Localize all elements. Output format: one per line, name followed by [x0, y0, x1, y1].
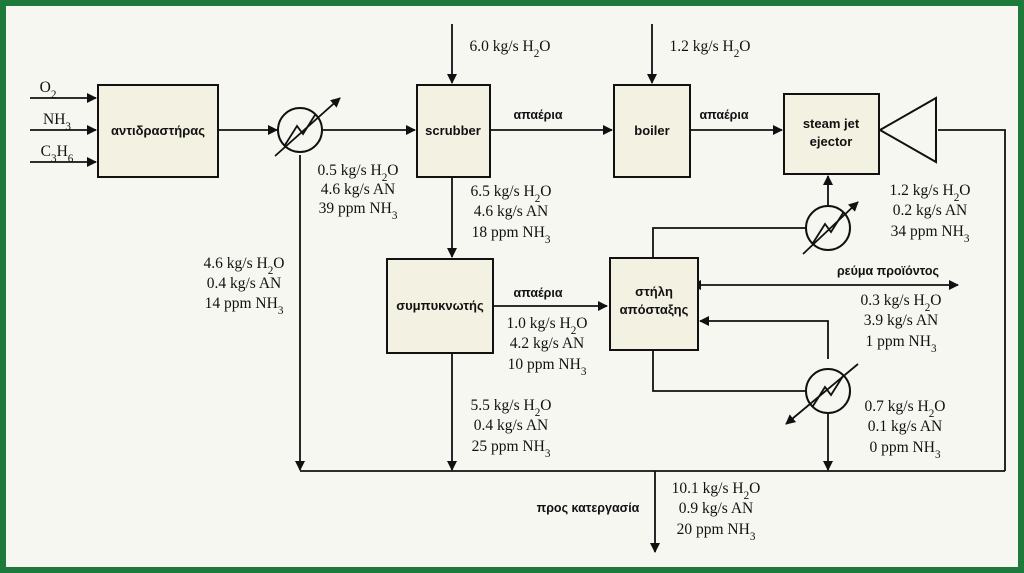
boiler-label: boiler — [634, 123, 669, 138]
stream-water: 1.2 kg/s H2O — [890, 182, 971, 204]
stream-water: 1.0 kg/s H2O — [507, 315, 588, 337]
gas-label-boiler-ejector: απαέρια — [699, 108, 748, 122]
stream-water: 0.7 kg/s H2O — [865, 398, 946, 420]
to-treatment-label: προς κατεργασία — [537, 501, 640, 515]
stream-an: 0.9 kg/s AN — [679, 500, 754, 517]
stream-nh3: 10 ppm NH3 — [508, 356, 587, 378]
boiler-box — [613, 84, 691, 178]
stream-nh3: 14 ppm NH3 — [205, 295, 284, 317]
heat-exchanger-top — [802, 201, 859, 255]
feed-scrubber-water: 6.0 kg/s H2O — [470, 38, 551, 60]
stream-an: 0.4 kg/s AN — [474, 417, 549, 434]
ejector-nozzle — [877, 96, 937, 164]
stream-water: 0.5 kg/s H2O — [318, 162, 399, 184]
stream-nh3: 39 ppm NH3 — [319, 200, 398, 222]
stream-nh3: 0 ppm NH3 — [869, 439, 940, 461]
c3h6-input-label: C3H6 — [41, 143, 74, 165]
to-treatment-stream: 10.1 kg/s H2O 0.9 kg/s AN 20 ppm NH3 — [672, 480, 761, 543]
column-top-line — [652, 227, 806, 258]
condenser-label: συμπυκνωτής — [396, 298, 484, 313]
ejector-box — [783, 93, 880, 175]
condenser-out-stream: 1.0 kg/s H2O 4.2 kg/s AN 10 ppm NH3 — [507, 315, 588, 378]
heat-exchanger-bottom — [785, 363, 859, 425]
stream-nh3: 34 ppm NH3 — [891, 223, 970, 245]
scrubber-label: scrubber — [425, 123, 481, 138]
scrubber-bottom-stream: 6.5 kg/s H2O 4.6 kg/s AN 18 ppm NH3 — [471, 183, 552, 246]
feed-boiler-water: 1.2 kg/s H2O — [670, 38, 751, 60]
stream-an: 0.1 kg/s AN — [868, 418, 943, 435]
gas-label-condenser-column: απαέρια — [513, 286, 562, 300]
column-label-1: στήλη — [635, 284, 673, 299]
ejector-label-1: steam jet — [803, 116, 860, 131]
reactor-label: αντιδραστήρας — [111, 123, 205, 138]
stream-an: 4.6 kg/s AN — [321, 181, 396, 198]
o2-input-label: O2 — [40, 79, 57, 101]
stream-nh3: 18 ppm NH3 — [472, 224, 551, 246]
product-stream-label: ρεύμα προϊόντος — [837, 264, 939, 278]
bottom-exchanger-stream: 0.7 kg/s H2O 0.1 kg/s AN 0 ppm NH3 — [865, 398, 946, 461]
diagram-frame: αντιδραστήρας scrubber boiler steam jet … — [6, 6, 1018, 567]
process-flow-diagram: αντιδραστήρας scrubber boiler steam jet … — [30, 24, 1006, 553]
reflux-line — [699, 316, 829, 359]
stream-an: 3.9 kg/s AN — [864, 312, 939, 329]
product-stream: 0.3 kg/s H2O 3.9 kg/s AN 1 ppm NH3 — [861, 292, 942, 355]
stream-water: 10.1 kg/s H2O — [672, 480, 761, 502]
stream-an: 0.2 kg/s AN — [893, 202, 968, 219]
heat-exchanger-main — [274, 97, 341, 157]
nh3-input-label: NH3 — [43, 111, 71, 133]
stream-water: 6.5 kg/s H2O — [471, 183, 552, 205]
condenser-box — [386, 258, 494, 354]
condenser-bottom-stream: 5.5 kg/s H2O 0.4 kg/s AN 25 ppm NH3 — [471, 397, 552, 460]
reactor-box — [97, 84, 219, 178]
column-bottom-line — [652, 350, 806, 392]
stream-an: 4.2 kg/s AN — [510, 335, 585, 352]
stream-water: 5.5 kg/s H2O — [471, 397, 552, 419]
after-exchanger-stream: 0.5 kg/s H2O 4.6 kg/s AN 39 ppm NH3 — [318, 162, 399, 222]
stream-an: 4.6 kg/s AN — [474, 203, 549, 220]
stream-nh3: 1 ppm NH3 — [865, 333, 936, 355]
bypass-left-stream: 4.6 kg/s H2O 0.4 kg/s AN 14 ppm NH3 — [204, 255, 285, 317]
flow-lines — [30, 24, 1006, 553]
stream-water: 4.6 kg/s H2O — [204, 255, 285, 277]
top-exchanger-stream: 1.2 kg/s H2O 0.2 kg/s AN 34 ppm NH3 — [890, 182, 971, 245]
recycle-line — [938, 129, 1006, 471]
gas-label-scrubber-boiler: απαέρια — [513, 108, 562, 122]
scrubber-box — [416, 84, 491, 178]
stream-water: 0.3 kg/s H2O — [861, 292, 942, 314]
ejector-label-2: ejector — [810, 134, 853, 149]
stream-nh3: 20 ppm NH3 — [677, 521, 756, 543]
stream-an: 0.4 kg/s AN — [207, 275, 282, 292]
stream-nh3: 25 ppm NH3 — [472, 438, 551, 460]
column-label-2: απόσταξης — [620, 302, 689, 317]
distillation-column-box — [609, 257, 699, 351]
